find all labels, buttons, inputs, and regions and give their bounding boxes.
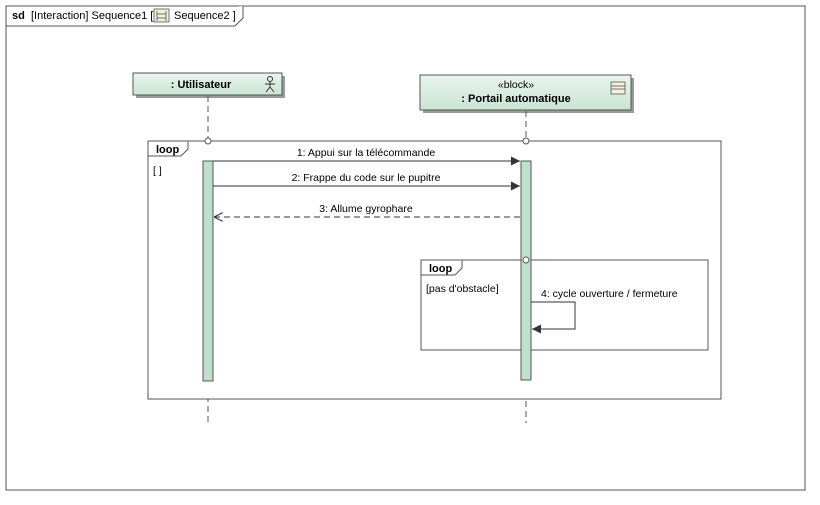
interaction-diagram-icon (153, 8, 170, 23)
actor-icon (265, 76, 275, 93)
lifeline-portail-name: : Portail automatique (461, 93, 570, 105)
message-1-label: 1: Appui sur la télécommande (297, 147, 435, 159)
loop-guard-outer: [ ] (153, 165, 162, 177)
frame-title-suffix: Sequence2 ] (174, 10, 236, 22)
message-4-label: 4: cycle ouverture / fermeture (541, 288, 678, 300)
activation-portail (520, 160, 532, 381)
gate-portail-inner (522, 256, 530, 264)
message-3-label: 3: Allume gyrophare (319, 203, 413, 215)
frame-title-tab (6, 6, 244, 27)
gate-utilisateur-outer (204, 137, 212, 145)
message-4[interactable]: 4: cycle ouverture / fermeture (531, 288, 678, 334)
loop-fragment-inner[interactable]: loop [pas d'obstacle] (420, 259, 709, 351)
lifeline-utilisateur-name: : Utilisateur (171, 79, 232, 91)
message-2[interactable]: 2: Frappe du code sur le pupitre (213, 172, 520, 191)
loop-operator-outer: loop (156, 144, 179, 156)
lifeline-portail-head[interactable]: «block» : Portail automatique (419, 74, 634, 113)
message-3[interactable]: 3: Allume gyrophare (214, 203, 520, 217)
activation-utilisateur (202, 160, 214, 382)
frame-keyword: sd (12, 10, 25, 22)
loop-operator-inner: loop (429, 263, 452, 275)
lifeline-utilisateur-head[interactable]: : Utilisateur (132, 72, 285, 98)
gate-portail-outer (522, 137, 530, 145)
message-1[interactable]: 1: Appui sur la télécommande (213, 147, 520, 166)
block-icon (610, 81, 626, 95)
loop-guard-inner: [pas d'obstacle] (426, 283, 499, 295)
message-2-label: 2: Frappe du code sur le pupitre (292, 172, 441, 184)
lifeline-portail-stereotype: «block» (498, 79, 534, 91)
frame-title-prefix: [Interaction] Sequence1 [ (31, 10, 153, 22)
